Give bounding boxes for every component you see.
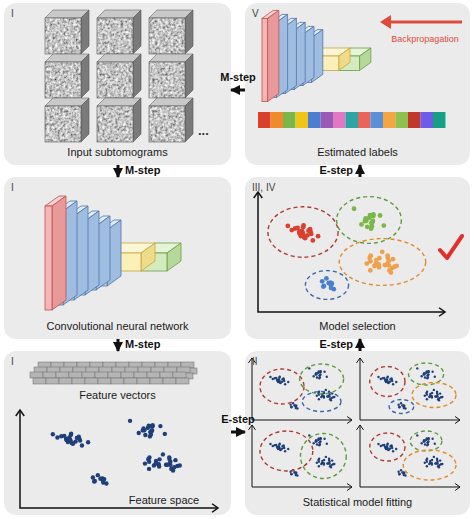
panel-number: I (11, 181, 14, 194)
panel-box: II Statistical model fitting (245, 351, 470, 515)
panel-number: V (252, 7, 259, 20)
step-label: M-step (125, 338, 160, 351)
panel-box: III, IV Model selection (245, 177, 470, 339)
panel-caption: Estimated labels (245, 146, 470, 159)
step-arrow (231, 89, 245, 92)
panel-box: V BackpropagationEstimated labels (245, 3, 470, 165)
panel-caption: Statistical model fitting (245, 496, 470, 509)
panel-box: I Feature vectorsFeature space (4, 351, 231, 515)
panel-number: I (11, 355, 14, 368)
panel-caption: Model selection (245, 320, 470, 333)
step-label: E-step (319, 164, 353, 177)
step-label: E-step (319, 338, 353, 351)
panel-box: I Convolutional neural network (4, 177, 231, 339)
step-arrow (359, 165, 362, 177)
panel-caption: Input subtomograms (4, 146, 231, 159)
panel-number: III, IV (252, 181, 275, 194)
panel-number: I (11, 7, 14, 20)
panel-box: I Input subtomograms (4, 3, 231, 165)
step-arrow (359, 339, 362, 351)
panel-caption: Convolutional neural network (4, 320, 231, 333)
step-label: M-step (220, 71, 255, 84)
step-arrow (117, 165, 120, 177)
panel-number: II (252, 355, 258, 368)
continuation-mark: ... (198, 124, 209, 137)
step-arrow (117, 339, 120, 351)
step-label: E-step (221, 413, 255, 426)
step-label: M-step (125, 164, 160, 177)
step-arrow (231, 431, 245, 434)
backpropagation-label: Backpropagation (380, 33, 470, 46)
panel-caption: Feature vectors (4, 389, 231, 402)
panel-caption: Feature space (104, 494, 224, 507)
